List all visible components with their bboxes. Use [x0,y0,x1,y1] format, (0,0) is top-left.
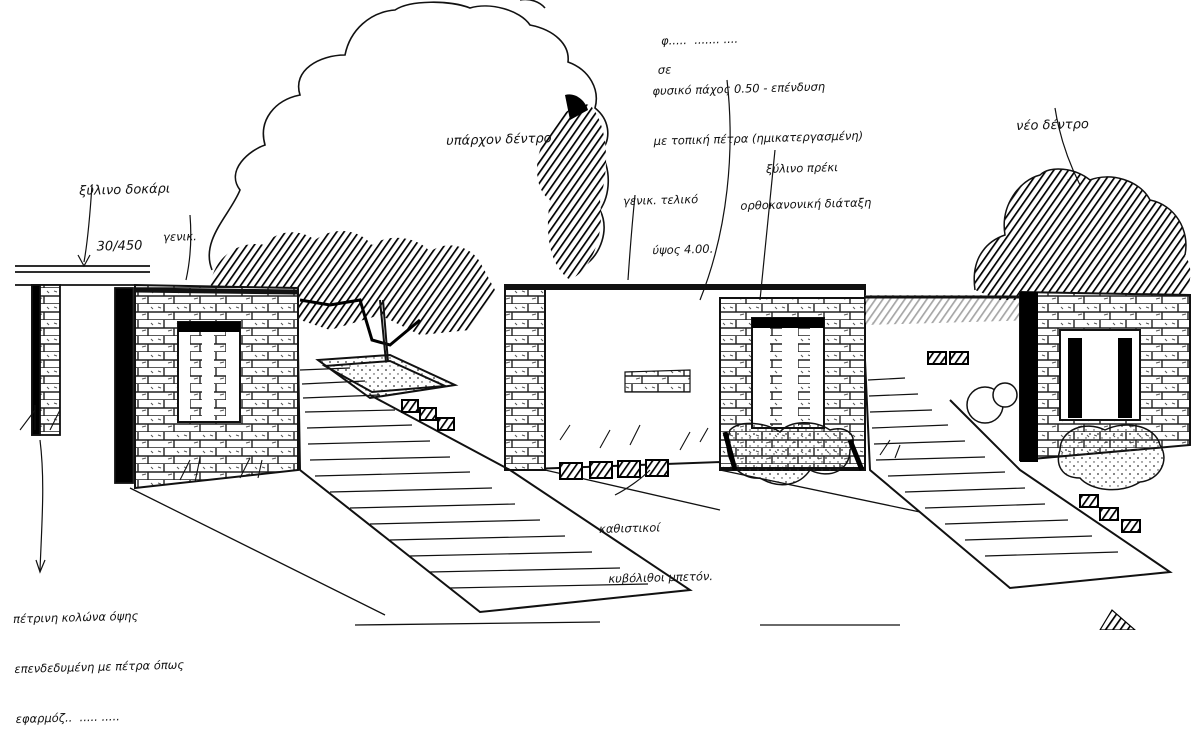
annotation-line: επενδεδυμένη με πέτρα όπως [14,657,185,677]
annotation-existing-tree: υπάρχον δέντρο [445,92,552,170]
new-tree [973,168,1191,300]
leader-lines [35,79,1081,574]
annotation-seating-cubes: καθιστικοί κυβόλιθοι μπετόν. [598,485,714,605]
grass-tufts [19,405,901,483]
annotation-line: 30/450 [96,238,143,255]
annotation-line: νέο δέντρο [1016,116,1090,134]
shrubs [722,382,1165,491]
corner-mark [1099,609,1136,630]
annotation-line: σε [657,62,672,77]
annotation-line: φυσικό πάχος 0.50 - επένδυση [652,79,826,99]
paved-path-right [864,359,1173,590]
annotation-new-tree: νέο δέντρο [1015,78,1090,155]
annotation-line: ξύλινο πρέκι [765,160,839,177]
annotation-wood-beam: ξύλινο δοκάρι 30/450 [78,143,172,277]
tree-planter [315,299,459,400]
annotation-wall-height: γενικ. τελικό ύψος 4.00. [622,158,714,277]
annotation-stone-seat: πέτρινη κολώνα όψης επενδεδυμένη με πέτρ… [12,574,186,745]
annotation-line: καθιστικοί [598,520,661,537]
stone-wall-left [134,283,299,490]
annotation-wood-lintel: ξύλινο πρέκι [765,126,839,195]
paved-path-left [297,349,693,614]
wood-pergola-left [15,265,150,484]
annotation-general-left: γενικ. [162,195,198,263]
annotation-line: φ..... ....... .... [660,32,739,49]
annotation-line: εφαρμόζ.. ..... ..... [15,709,120,727]
architectural-sketch [15,0,1191,630]
stone-wall-right [865,290,1191,462]
annotation-line: γενικ. τελικό [622,192,699,209]
annotation-line: κυβόλιθοι μπετόν. [608,569,714,587]
seating-cubes [401,351,1141,533]
existing-tree-foliage [210,94,607,347]
annotation-line: υπάρχον δέντρο [446,130,552,149]
ground-lines [129,469,921,626]
annotation-line: ύψος 4.00. [652,242,714,258]
annotation-line: γενικ. [162,229,198,245]
annotation-line: ξύλινο δοκάρι [79,181,171,199]
annotation-line: πέτρινη κολώνα όψης [12,609,139,627]
